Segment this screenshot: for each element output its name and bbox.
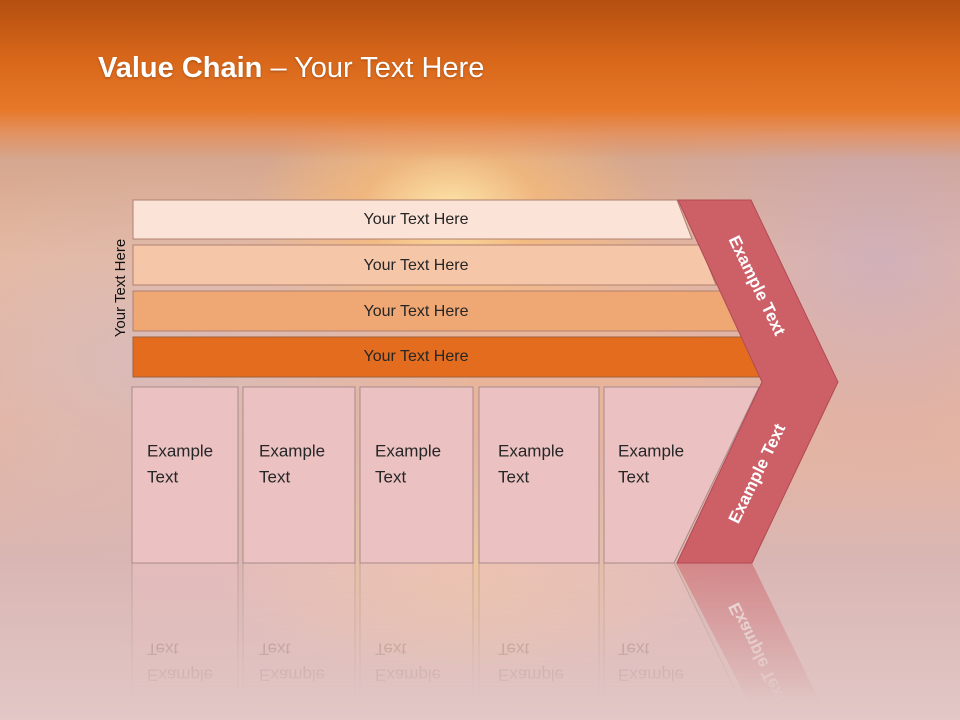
activity-box-1-line1: Example	[147, 441, 213, 460]
layer-bar-2	[132, 244, 717, 286]
layer-label-2: Your Text Here	[364, 257, 469, 274]
layer-label-4: Your Text Here	[364, 348, 469, 365]
activity-box-2-line2: Text	[259, 467, 290, 486]
activity-box-4-line1: Example	[498, 441, 564, 460]
reflection-text-6: Text	[375, 640, 406, 659]
title-bold-part: Value Chain	[98, 52, 263, 84]
reflection: Example Text Example Text Example Text E…	[131, 562, 829, 720]
activity-box-5-line2: Text	[618, 467, 649, 486]
reflection-text-1: Example	[147, 666, 213, 685]
reflection-text-4: Text	[259, 640, 290, 659]
title-band	[0, 0, 960, 160]
layer-bar-1	[132, 199, 693, 240]
activity-box-1-line2: Text	[147, 467, 178, 486]
title-rest-part: – Your Text Here	[262, 52, 485, 84]
reflection-text-8: Text	[498, 640, 529, 659]
activity-box-2	[242, 386, 356, 564]
reflection-text-5: Example	[375, 666, 441, 685]
layer-label-1: Your Text Here	[364, 211, 469, 228]
reflection-text-3: Example	[259, 666, 325, 685]
activity-boxes: Example Text Example Text Example Text E…	[131, 386, 760, 564]
activity-box-5	[603, 386, 760, 564]
reflection-text-10: Text	[618, 640, 649, 659]
reflection-arrow	[676, 563, 829, 720]
margin-arrow-shape	[676, 199, 839, 564]
activity-box-3-line2: Text	[375, 467, 406, 486]
reflection-text-7: Example	[498, 666, 564, 685]
reflection-box-1	[131, 562, 239, 720]
activity-box-3-line1: Example	[375, 441, 441, 460]
reflection-box-3	[359, 562, 474, 720]
reflection-box-4	[478, 562, 600, 720]
activity-box-4	[478, 386, 600, 564]
reflection-text-9: Example	[618, 666, 684, 685]
activity-box-1	[131, 386, 239, 564]
side-label: Your Text Here	[112, 239, 129, 337]
activity-box-5-line1: Example	[618, 441, 684, 460]
slide-title: Value Chain – Your Text Here	[98, 52, 484, 96]
activity-box-2-line1: Example	[259, 441, 325, 460]
layer-bars: Your Text Here Your Text Here Your Text …	[132, 199, 764, 378]
activity-box-3	[359, 386, 474, 564]
reflection-text-2: Text	[147, 640, 178, 659]
layer-label-3: Your Text Here	[364, 303, 469, 320]
activity-box-4-line2: Text	[498, 467, 529, 486]
